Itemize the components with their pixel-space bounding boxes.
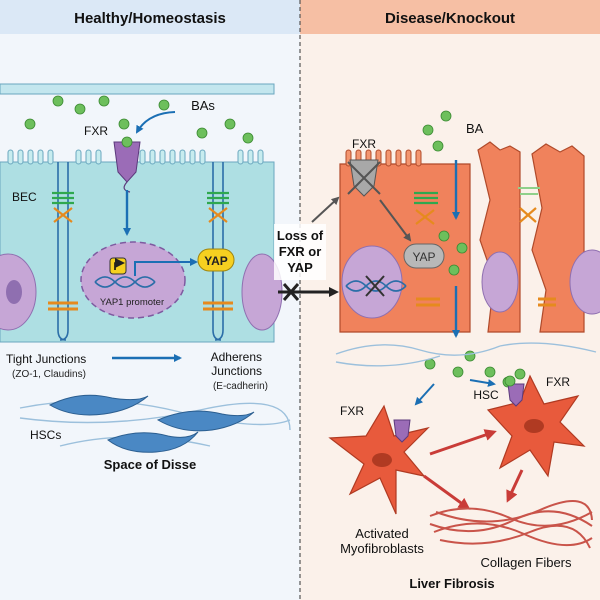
left-header-bar (0, 0, 300, 34)
fxr-label-inactive: FXR (352, 137, 376, 151)
activation-arrow-3 (506, 469, 524, 503)
tight-junctions-detail: (ZO-1, Claudins) (12, 369, 86, 380)
fxr-receptor-icon-hsc1 (393, 419, 411, 443)
tight-junctions-label: Tight Junctions (6, 352, 86, 366)
dna-helix-disrupted-icon (345, 280, 407, 292)
inactive-yap-icon (403, 243, 445, 269)
ba-label: BA (466, 121, 484, 136)
loss-line2: FXR or (279, 244, 322, 259)
hsc-cell-icon-3 (107, 431, 199, 453)
loss-line3: YAP (287, 260, 313, 275)
bas-label: BAs (191, 98, 215, 113)
adherens-detail: (E-cadherin) (213, 381, 268, 392)
ba-to-hsc-arrow (414, 383, 435, 406)
tight-junctions-left (52, 191, 229, 205)
bound-bile-acid-icon (121, 136, 133, 148)
activated-label-line1: Activated (355, 526, 408, 541)
inactive-fxr-icon (347, 159, 381, 197)
bas-binding-arrow (135, 111, 176, 134)
ba-to-hsc-arrow-2 (469, 379, 496, 387)
activation-arrow-1 (429, 429, 497, 456)
fxr-label-hsc: FXR (546, 375, 570, 389)
space-of-disse-label: Space of Disse (104, 457, 197, 472)
right-header-bar (300, 0, 600, 34)
bec-label: BEC (12, 190, 37, 204)
loss-cross-icon (282, 283, 300, 301)
yap-protein-icon (197, 248, 235, 272)
fxr-label-left: FXR (84, 124, 108, 138)
loss-to-fxr-arrow (311, 196, 340, 223)
transcription-start-icon (114, 258, 125, 270)
left-panel-title: Healthy/Homeostasis (74, 10, 226, 27)
junction-crosses-right (415, 207, 537, 225)
adherens-junctions-right (416, 297, 556, 307)
activation-arrow-2 (423, 474, 471, 510)
loss-line1: Loss of (277, 228, 324, 243)
quiescent-hscs (19, 394, 291, 453)
disease-nucleus-2 (481, 251, 519, 313)
cell-membranes (57, 162, 224, 341)
dna-helix-icon (94, 276, 156, 288)
junction-crosses-left (53, 207, 228, 223)
loss-of-function-callout: Loss of FXR or YAP (274, 196, 340, 301)
collagen-label: Collagen Fibers (480, 555, 572, 570)
expression-arrow (134, 258, 198, 276)
disease-epithelium: FXR YAP BA (339, 110, 600, 388)
promoter-icon (109, 257, 127, 275)
fxr-to-yap-arrow (379, 199, 412, 242)
hscs-label: HSCs (30, 428, 61, 442)
hsc-cell-icon-2 (156, 410, 255, 432)
fxr-label-myofibroblast: FXR (340, 404, 364, 418)
tight-junctions-right (414, 191, 438, 205)
fxr-receptor-icon (113, 141, 141, 193)
activated-myofibroblast-2 (486, 374, 586, 478)
collagen-fibers-icon (429, 500, 593, 549)
adherens-junctions-left (48, 301, 233, 311)
adherens-label-line1: Adherens (211, 350, 262, 364)
yap-label-inactive: YAP (412, 250, 435, 264)
fxr-receptor-icon-hsc2 (507, 383, 525, 407)
faded-tight-junction (518, 187, 540, 195)
promoter-label: YAP1 promoter (100, 297, 164, 308)
matrix-fibers-right (335, 342, 597, 367)
microvilli (7, 149, 264, 165)
right-panel-title: Disease/Knockout (385, 10, 515, 27)
liver-fibrosis-label: Liver Fibrosis (409, 576, 494, 591)
activated-label-line2: Myofibroblasts (340, 541, 424, 556)
dna-cross-icon (365, 275, 385, 297)
hsc-label: HSC (473, 388, 499, 402)
yap-label: YAP (204, 254, 228, 268)
healthy-epithelium: YAP1 promoter YAP FXR BAs BEC (0, 83, 283, 343)
disease-nucleus-3 (569, 249, 600, 315)
bile-acids-right (422, 110, 526, 388)
nucleolus-left (6, 280, 22, 304)
bile-acids-left (24, 95, 254, 144)
hsc-cell-icon (48, 394, 149, 416)
adherens-label-line2: Junctions (211, 364, 262, 378)
